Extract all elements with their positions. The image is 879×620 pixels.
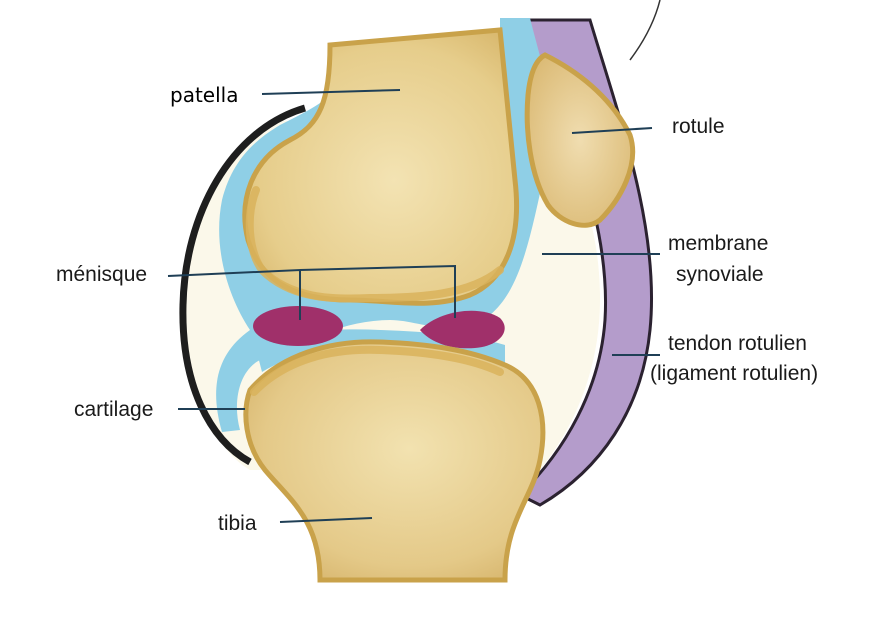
tibia-cartilage bbox=[250, 345, 504, 396]
kneecap-bone bbox=[524, 52, 636, 228]
label-membrane-line1: membrane bbox=[668, 232, 768, 255]
tibia-bone bbox=[243, 339, 546, 583]
leader-patella bbox=[261, 89, 401, 95]
label-rotule: rotule bbox=[672, 115, 725, 138]
meniscus-right bbox=[420, 310, 505, 349]
leader-menisque-right bbox=[299, 264, 456, 318]
femur-bone bbox=[242, 27, 520, 306]
leader-rotule bbox=[571, 127, 653, 134]
label-cartilage: cartilage bbox=[74, 398, 153, 421]
joint-capsule bbox=[179, 104, 306, 466]
label-tibia: tibia bbox=[218, 512, 257, 535]
meniscus-left bbox=[253, 306, 343, 346]
label-tendon-line2: (ligament rotulien) bbox=[650, 362, 818, 385]
femur-cartilage bbox=[245, 186, 504, 303]
leader-tibia bbox=[279, 517, 373, 523]
label-tendon-line1: tendon rotulien bbox=[668, 332, 807, 355]
label-membrane-line2: synoviale bbox=[676, 263, 764, 286]
pen-mark bbox=[629, 0, 661, 61]
label-menisque: ménisque bbox=[56, 263, 147, 286]
label-patella: patella bbox=[170, 83, 238, 107]
